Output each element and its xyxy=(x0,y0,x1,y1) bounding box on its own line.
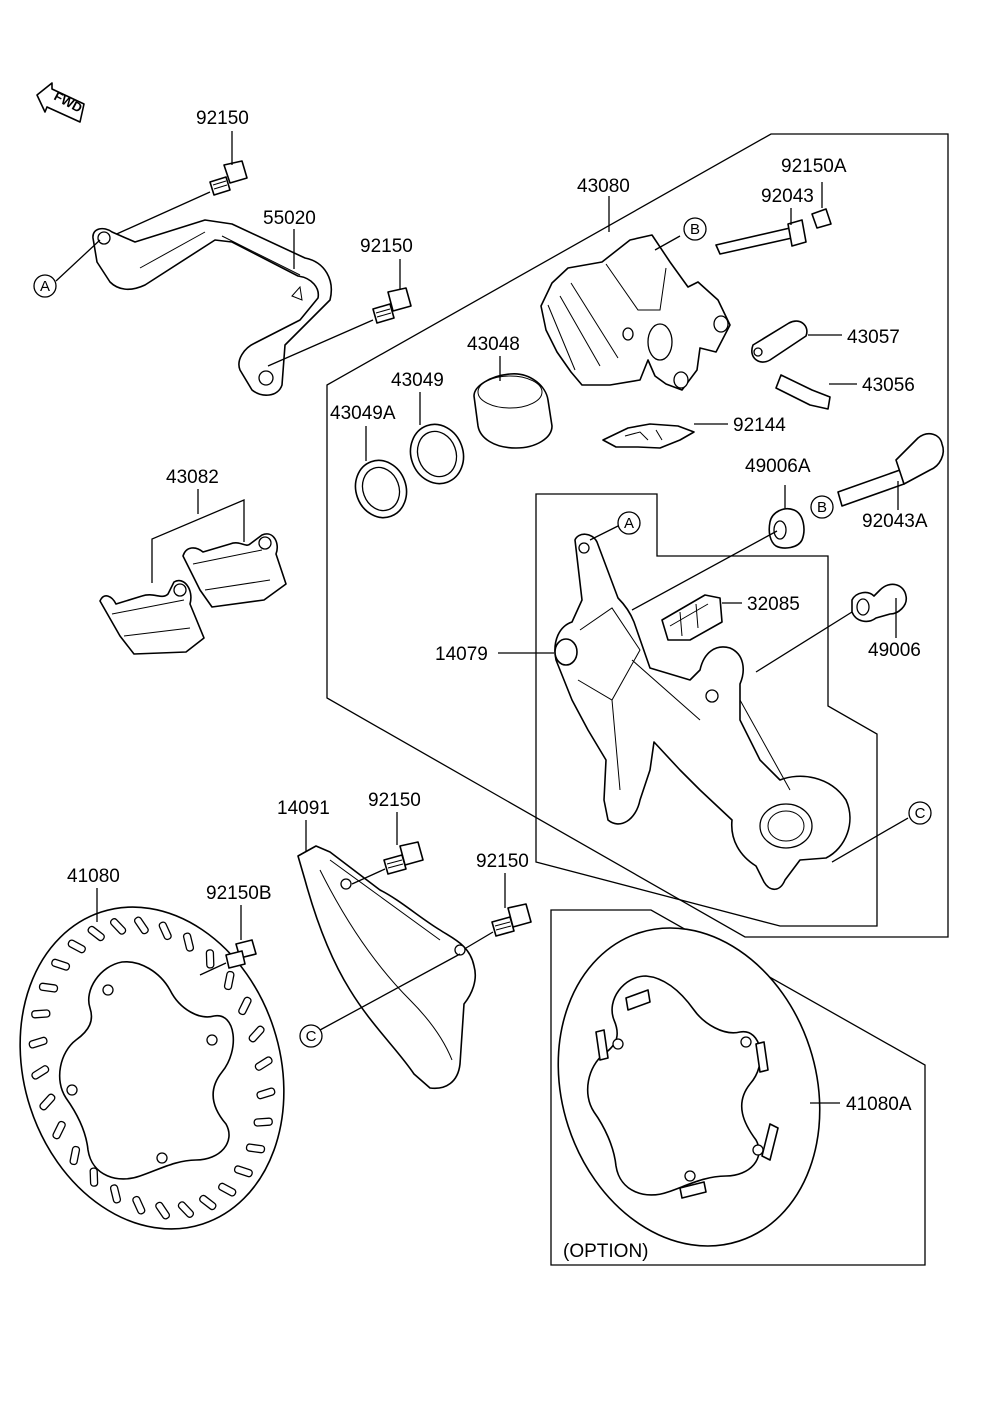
disc-slot xyxy=(38,982,59,993)
disc-slot xyxy=(39,1093,56,1111)
label-43049: 43049 xyxy=(391,370,444,391)
brake-disc-option-41080A xyxy=(557,927,821,1247)
option-disc-outline xyxy=(550,909,926,1266)
pin-92043 xyxy=(715,219,807,255)
disc-slot xyxy=(256,1087,276,1100)
label-14079: 14079 xyxy=(435,644,488,665)
label-92150A: 92150A xyxy=(781,156,847,177)
pad-guide-clip-32085 xyxy=(661,594,723,641)
label-92144: 92144 xyxy=(733,415,786,436)
disc-slot xyxy=(245,1143,266,1154)
ref-circle-b-pin: B xyxy=(810,495,834,519)
option-label: (OPTION) xyxy=(563,1241,649,1262)
boot-49006 xyxy=(851,583,908,623)
label-92150B: 92150B xyxy=(206,883,272,904)
disc-slot xyxy=(132,1195,146,1215)
disc-slot xyxy=(52,1120,66,1140)
label-92150-mid: 92150 xyxy=(360,236,413,257)
disc-slot xyxy=(218,1182,237,1197)
label-43082: 43082 xyxy=(166,467,219,488)
disc-slot xyxy=(87,925,105,942)
disc-slot xyxy=(31,1009,51,1019)
disc-slot xyxy=(155,1201,171,1220)
disc-slot xyxy=(233,1165,253,1178)
ref-circle-b-top: B xyxy=(683,217,707,241)
seal-43049A xyxy=(354,459,408,519)
label-92043A: 92043A xyxy=(862,511,928,532)
ref-circle-c-guard: C xyxy=(299,1024,323,1048)
label-32085: 32085 xyxy=(747,594,800,615)
bolt-92150-right xyxy=(491,903,532,937)
svg-text:A: A xyxy=(624,515,634,532)
label-41080: 41080 xyxy=(67,866,120,887)
label-55020: 55020 xyxy=(263,208,316,229)
disc-slot xyxy=(69,1145,81,1166)
disc-slot xyxy=(248,1025,265,1043)
bolt-92150-top xyxy=(209,160,248,196)
disc-slot xyxy=(28,1036,48,1049)
bleeder-valve-43056 xyxy=(775,374,831,410)
disc-slot xyxy=(51,958,71,971)
bleed-cap-92150A xyxy=(811,208,832,229)
disc-slot xyxy=(109,1184,122,1204)
disc-slot xyxy=(109,918,127,935)
label-43048: 43048 xyxy=(467,334,520,355)
svg-text:B: B xyxy=(817,499,827,516)
label-92150-right: 92150 xyxy=(476,851,529,872)
ref-circle-c-bracket: C xyxy=(908,801,932,825)
disc-slot xyxy=(67,939,86,954)
svg-text:A: A xyxy=(40,278,50,295)
disc-slot xyxy=(182,932,195,952)
label-43080: 43080 xyxy=(577,176,630,197)
disc-slot xyxy=(254,1056,273,1071)
label-92043: 92043 xyxy=(761,186,814,207)
fwd-arrow-icon: FWD xyxy=(36,82,85,123)
disc-slot xyxy=(177,1201,195,1218)
disc-slot xyxy=(199,1194,217,1211)
label-49006A: 49006A xyxy=(745,456,811,477)
label-14091: 14091 xyxy=(277,798,330,819)
brake-pad-front-43082 xyxy=(99,579,205,655)
disc-slot xyxy=(133,916,149,935)
disc-slot xyxy=(205,949,215,969)
disc-slot xyxy=(89,1167,99,1187)
bolt-92150B xyxy=(225,939,257,969)
caliper-bracket-14079 xyxy=(554,533,851,891)
brake-pad-rear-43082 xyxy=(182,533,287,608)
svg-text:C: C xyxy=(915,805,926,822)
disc-slot xyxy=(158,921,172,941)
disc-slot xyxy=(223,970,235,991)
caliper-body-43080 xyxy=(540,234,731,391)
label-43057: 43057 xyxy=(847,327,900,348)
caliper-assembly-outline xyxy=(326,133,949,938)
label-92150-guard: 92150 xyxy=(368,790,421,811)
label-43049A: 43049A xyxy=(330,403,396,424)
seal-43049 xyxy=(409,423,465,485)
svg-text:C: C xyxy=(306,1028,317,1045)
boot-49006A xyxy=(768,507,805,549)
piston-43048 xyxy=(473,373,553,449)
brake-disc-41080 xyxy=(19,906,285,1230)
caliper-bracket-subgroup-outline xyxy=(535,493,878,927)
label-41080A: 41080A xyxy=(846,1094,912,1115)
bleeder-cover-43057 xyxy=(751,320,808,363)
brake-pedal-bracket-55020 xyxy=(92,219,332,396)
ref-circle-a-bracket: A xyxy=(617,511,641,535)
bolt-92150-guard xyxy=(383,841,424,875)
disc-guard-14091 xyxy=(297,845,477,1090)
label-92150-top: 92150 xyxy=(196,108,249,129)
pin-92043A xyxy=(837,432,945,507)
pad-spring-92144 xyxy=(602,423,695,449)
disc-slot xyxy=(31,1065,50,1080)
disc-slot xyxy=(253,1117,273,1127)
svg-text:B: B xyxy=(690,221,700,238)
disc-slot xyxy=(238,996,252,1016)
ref-circle-a-left: A xyxy=(33,274,57,298)
label-43056: 43056 xyxy=(862,375,915,396)
bolt-92150-mid xyxy=(372,287,412,324)
label-49006: 49006 xyxy=(868,640,921,661)
